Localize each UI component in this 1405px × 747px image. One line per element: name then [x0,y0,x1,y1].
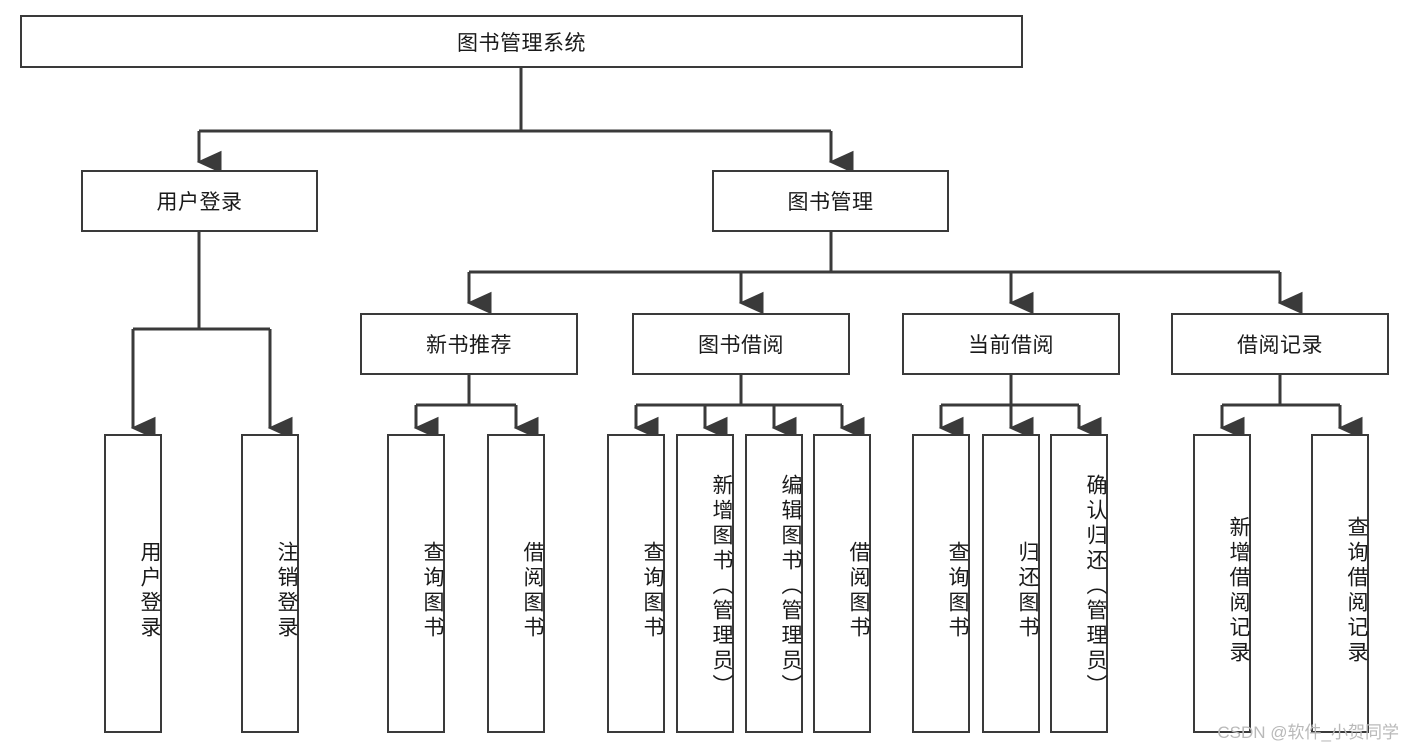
node-book-borrow[interactable]: 图书借阅 [632,313,850,375]
node-label: 借阅记录 [1237,334,1323,357]
node-label: 注销登录 [275,540,298,641]
node-label: 查询图书 [641,540,664,641]
node-label: 用户登录 [156,191,243,214]
node-leaf-user-login-login[interactable]: 用户登录 [104,434,162,733]
node-book-management[interactable]: 图书管理 [712,170,949,232]
node-label: 确认归还（管理员） [1084,474,1107,699]
node-label: 新增借阅记录 [1227,515,1250,666]
node-leaf-record-query-record[interactable]: 查询借阅记录 [1311,434,1369,733]
node-borrow-record[interactable]: 借阅记录 [1171,313,1389,375]
node-leaf-borrow-edit-book-admin[interactable]: 编辑图书（管理员） [745,434,803,733]
node-leaf-newbook-query-book[interactable]: 查询图书 [387,434,445,733]
node-label: 新书推荐 [426,334,512,357]
node-label: 查询图书 [421,540,444,641]
node-leaf-newbook-borrow-book[interactable]: 借阅图书 [487,434,545,733]
node-label: 查询图书 [946,540,969,641]
node-label: 当前借阅 [968,334,1054,357]
node-user-login[interactable]: 用户登录 [81,170,318,232]
node-label: 查询借阅记录 [1345,515,1368,666]
node-label: 借阅图书 [847,540,870,641]
node-leaf-borrow-add-book-admin[interactable]: 新增图书（管理员） [676,434,734,733]
node-label: 新增图书（管理员） [710,474,733,699]
node-label: 归还图书 [1016,540,1039,641]
node-leaf-current-confirm-return-admin[interactable]: 确认归还（管理员） [1050,434,1108,733]
node-label: 图书借阅 [698,334,784,357]
node-leaf-current-query-book[interactable]: 查询图书 [912,434,970,733]
node-current-borrow[interactable]: 当前借阅 [902,313,1120,375]
node-new-book-recommend[interactable]: 新书推荐 [360,313,578,375]
node-label: 用户登录 [138,540,161,641]
node-leaf-borrow-borrow-book[interactable]: 借阅图书 [813,434,871,733]
node-label: 图书管理 [787,191,874,214]
node-root-book-management-system[interactable]: 图书管理系统 [20,15,1023,68]
node-leaf-borrow-query-book[interactable]: 查询图书 [607,434,665,733]
node-leaf-user-login-logout[interactable]: 注销登录 [241,434,299,733]
node-leaf-record-add-record[interactable]: 新增借阅记录 [1193,434,1251,733]
node-leaf-current-return-book[interactable]: 归还图书 [982,434,1040,733]
node-label: 借阅图书 [521,540,544,641]
watermark-text: CSDN @软件_小贺同学 [1217,723,1399,742]
node-label: 编辑图书（管理员） [779,474,802,699]
node-label: 图书管理系统 [457,31,586,55]
